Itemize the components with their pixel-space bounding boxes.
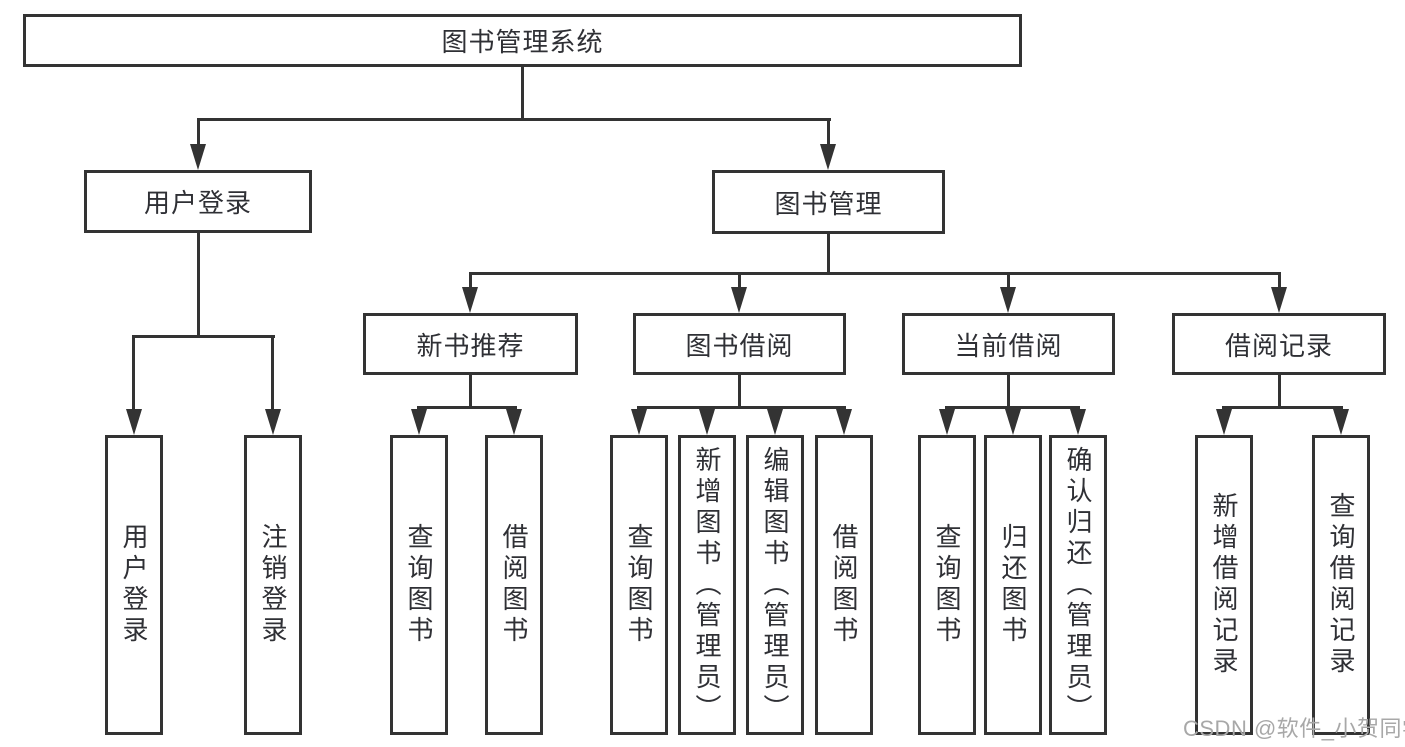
node-root-library-system: 图书管理系统 <box>23 14 1022 67</box>
connector-stem <box>132 335 135 413</box>
arrowhead <box>1271 287 1287 313</box>
connector-stem <box>738 272 741 291</box>
connector-stem <box>271 335 274 413</box>
node-borrowing-records: 借阅记录 <box>1172 313 1386 375</box>
node-current-borrowing: 当前借阅 <box>902 313 1115 375</box>
arrowhead <box>820 144 836 170</box>
connector-root-hline <box>197 118 831 121</box>
connector-hline <box>417 406 517 409</box>
arrowhead <box>126 409 142 435</box>
connector-hline <box>1222 406 1343 409</box>
node-user-login: 用户登录 <box>84 170 312 233</box>
arrowhead <box>1333 409 1349 435</box>
leaf-edit-books-admin: 编辑图书（管理员） <box>746 435 804 735</box>
connector-stem <box>1007 272 1010 291</box>
arrowhead <box>631 409 647 435</box>
leaf-add-borrow-record: 新增借阅记录 <box>1195 435 1253 735</box>
leaf-borrow-books-borrowing: 借阅图书 <box>815 435 873 735</box>
leaf-return-books: 归还图书 <box>984 435 1042 735</box>
leaf-user-login: 用户登录 <box>105 435 163 735</box>
leaf-logout: 注销登录 <box>244 435 302 735</box>
csdn-watermark: CSDN @软件_小贺同学 <box>1183 716 1405 741</box>
leaf-query-books-borrowing: 查询图书 <box>610 435 668 735</box>
connector-stem <box>469 375 472 409</box>
arrowhead <box>265 409 281 435</box>
arrowhead <box>699 409 715 435</box>
connector-stem <box>827 234 830 275</box>
leaf-query-books-recommend: 查询图书 <box>390 435 448 735</box>
connector-stem <box>738 375 741 409</box>
leaf-query-borrow-record: 查询借阅记录 <box>1312 435 1370 735</box>
arrowhead <box>1070 409 1086 435</box>
arrowhead <box>411 409 427 435</box>
arrowhead <box>731 287 747 313</box>
arrowhead <box>1216 409 1232 435</box>
arrowhead <box>506 409 522 435</box>
connector-stem <box>197 233 200 338</box>
node-book-borrowing: 图书借阅 <box>633 313 846 375</box>
connector-hline <box>945 406 1080 409</box>
arrowhead <box>190 144 206 170</box>
connector-hline <box>469 272 1281 275</box>
connector-stem <box>827 118 830 148</box>
connector-stem <box>1278 272 1281 291</box>
leaf-add-books-admin: 新增图书（管理员） <box>678 435 736 735</box>
node-book-management: 图书管理 <box>712 170 945 234</box>
leaf-borrow-books-recommend: 借阅图书 <box>485 435 543 735</box>
connector-hline <box>637 406 846 409</box>
node-new-book-recommend: 新书推荐 <box>363 313 578 375</box>
connector-stem <box>469 272 472 291</box>
connector-hline <box>132 335 275 338</box>
arrowhead <box>1005 409 1021 435</box>
arrowhead <box>939 409 955 435</box>
connector-stem <box>1278 375 1281 409</box>
arrowhead <box>836 409 852 435</box>
arrowhead <box>767 409 783 435</box>
leaf-query-books-current: 查询图书 <box>918 435 976 735</box>
arrowhead <box>1000 287 1016 313</box>
leaf-confirm-return-admin: 确认归还（管理员） <box>1049 435 1107 735</box>
connector-root-stem <box>521 66 524 121</box>
connector-stem <box>197 118 200 148</box>
arrowhead <box>462 287 478 313</box>
connector-stem <box>1007 375 1010 409</box>
